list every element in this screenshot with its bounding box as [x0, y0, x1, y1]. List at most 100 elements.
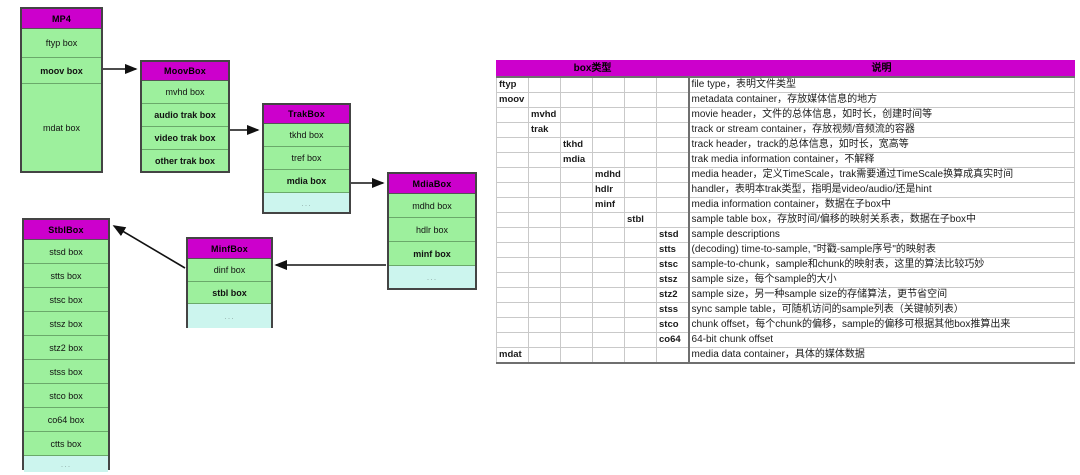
table-cell-empty [560, 347, 593, 364]
table-cell-empty [560, 332, 593, 348]
table-cell-empty [655, 347, 690, 364]
box-stblbox-title: StblBox [24, 220, 108, 240]
table-cell-empty [624, 137, 657, 153]
table-cell-empty [496, 227, 529, 243]
table-cell-empty [528, 302, 561, 318]
table-cell-empty [528, 272, 561, 288]
box-mp4: MP4 ftyp box moov box mdat box [20, 7, 103, 173]
table-cell-empty [624, 227, 657, 243]
box-stblbox-row-stsz: stsz box [24, 312, 108, 336]
table-cell-empty [496, 272, 529, 288]
table-cell-empty [655, 152, 690, 168]
table-cell-empty [592, 302, 625, 318]
table-cell-empty [655, 212, 690, 228]
table-cell-description: metadata container，存放媒体信息的地方 [687, 92, 1076, 108]
table-cell-empty [624, 242, 657, 258]
table-cell-empty [592, 76, 625, 93]
box-trakbox-row-tref: tref box [264, 147, 349, 170]
table-cell-description: sample size，每个sample的大小 [687, 272, 1076, 288]
table-cell-empty [592, 242, 625, 258]
header-description: 说明 [688, 60, 1076, 78]
table-cell-empty [560, 317, 593, 333]
table-cell-empty [496, 287, 529, 303]
box-trakbox-row-tkhd: tkhd box [264, 124, 349, 147]
table-cell-empty [528, 212, 561, 228]
table-cell-box-name: tkhd [560, 137, 593, 153]
table-cell-empty [592, 287, 625, 303]
box-mp4-row-mdat: mdat box [22, 84, 101, 171]
table-cell-empty [592, 317, 625, 333]
table-cell-box-name: minf [592, 197, 625, 213]
table-cell-empty [592, 227, 625, 243]
table-cell-empty [624, 152, 657, 168]
table-cell-empty [560, 167, 593, 183]
box-moovbox-row-other-trak: other trak box [142, 150, 228, 171]
box-mdiabox-row-mdhd: mdhd box [389, 194, 475, 218]
table-cell-description: sample size，另一种sample size的存储算法，更节省空间 [687, 287, 1076, 303]
table-cell-box-name: ftyp [496, 76, 529, 93]
box-mdiabox-title: MdiaBox [389, 174, 475, 194]
table-cell-box-name: stsd [655, 227, 690, 243]
table-cell-description: media data container，具体的媒体数据 [687, 347, 1076, 364]
table-cell-description: 64-bit chunk offset [687, 332, 1076, 348]
arrow-minfbox-to-stblbox [112, 225, 186, 269]
table-cell-empty [496, 137, 529, 153]
table-cell-box-name: stbl [624, 212, 657, 228]
box-moovbox-row-mvhd: mvhd box [142, 81, 228, 104]
table-cell-empty [592, 122, 625, 138]
table-cell-description: sample descriptions [687, 227, 1076, 243]
table-cell-box-name: stts [655, 242, 690, 258]
box-minfbox-row-dinf: dinf box [188, 259, 271, 282]
table-cell-empty [655, 167, 690, 183]
box-stblbox-row-co64: co64 box [24, 408, 108, 432]
table-cell-empty [496, 212, 529, 228]
table-cell-box-name: mvhd [528, 107, 561, 123]
box-stblbox-row-stsc: stsc box [24, 288, 108, 312]
table-cell-empty [624, 302, 657, 318]
box-stblbox-row-stts: stts box [24, 264, 108, 288]
box-stblbox-row-stz2: stz2 box [24, 336, 108, 360]
box-mdiabox-row-minf: minf box [389, 242, 475, 266]
table-cell-empty [528, 182, 561, 198]
table-cell-empty [624, 92, 657, 108]
box-stblbox-row-stsd: stsd box [24, 240, 108, 264]
table-cell-empty [592, 332, 625, 348]
box-moovbox-title: MoovBox [142, 62, 228, 81]
table-cell-empty [624, 347, 657, 364]
header-box-type: box类型 [495, 60, 690, 78]
table-cell-empty [528, 152, 561, 168]
table-cell-box-name: stss [655, 302, 690, 318]
table-cell-empty [496, 122, 529, 138]
table-cell-empty [528, 332, 561, 348]
box-moovbox: MoovBox mvhd box audio trak box video tr… [140, 60, 230, 173]
table-cell-empty [560, 242, 593, 258]
table-cell-empty [560, 76, 593, 93]
table-cell-empty [624, 197, 657, 213]
table-cell-empty [624, 272, 657, 288]
table-row: stts(decoding) time-to-sample, "时戳-sampl… [496, 242, 1076, 258]
box-trakbox: TrakBox tkhd box tref box mdia box ... [262, 103, 351, 214]
box-trakbox-title: TrakBox [264, 105, 349, 124]
table-cell-empty [560, 107, 593, 123]
table-cell-box-name: moov [496, 92, 529, 108]
box-minfbox-row-ellipsis: ... [188, 304, 271, 328]
table-cell-empty [528, 287, 561, 303]
box-stblbox-row-ctts: ctts box [24, 432, 108, 456]
table-cell-empty [624, 332, 657, 348]
table-cell-empty [496, 332, 529, 348]
table-cell-empty [560, 287, 593, 303]
table-cell-description: sync sample table，可随机访问的sample列表（关键帧列表） [687, 302, 1076, 318]
table-cell-empty [496, 197, 529, 213]
table-cell-box-name: hdlr [592, 182, 625, 198]
box-mdiabox-row-hdlr: hdlr box [389, 218, 475, 242]
table-cell-description: (decoding) time-to-sample, "时戳-sample序号"… [687, 242, 1076, 258]
table-cell-empty [624, 122, 657, 138]
table-cell-empty [496, 317, 529, 333]
table-cell-empty [624, 182, 657, 198]
